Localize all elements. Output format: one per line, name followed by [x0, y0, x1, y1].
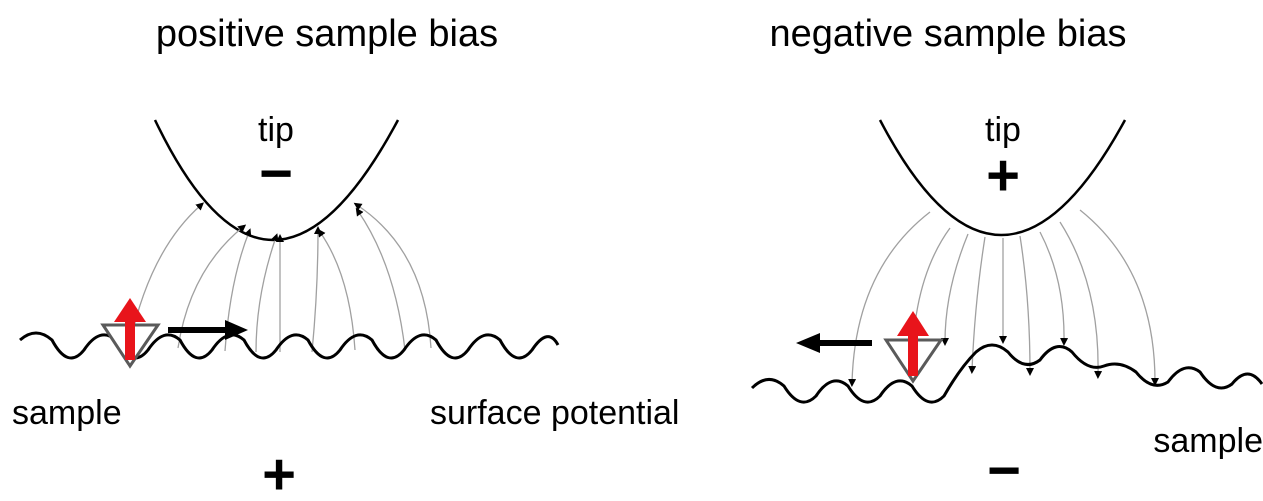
field-line — [945, 234, 968, 342]
field-line — [1040, 232, 1064, 342]
right-surface-wave — [752, 345, 1262, 402]
right-sample-sign: − — [987, 438, 1021, 501]
field-line — [1060, 222, 1098, 375]
field-line — [1080, 210, 1155, 382]
left-surface-wave — [20, 333, 558, 358]
field-line — [130, 205, 201, 343]
left-sample-sign: + — [262, 442, 296, 501]
field-line — [312, 230, 318, 352]
left-title: positive sample bias — [156, 13, 498, 55]
right-title: negative sample bias — [770, 13, 1127, 55]
right-drift-arrow — [796, 333, 872, 353]
field-line — [1020, 236, 1030, 372]
field-line — [320, 232, 355, 350]
right-tip-sign: + — [986, 143, 1020, 208]
surface-potential-label: surface potential — [430, 394, 680, 432]
left-tip-sign: − — [259, 141, 293, 206]
right-sample-label: sample — [1153, 422, 1263, 460]
field-line — [256, 237, 276, 352]
left-sample-label: sample — [12, 394, 122, 432]
field-line — [358, 211, 405, 350]
